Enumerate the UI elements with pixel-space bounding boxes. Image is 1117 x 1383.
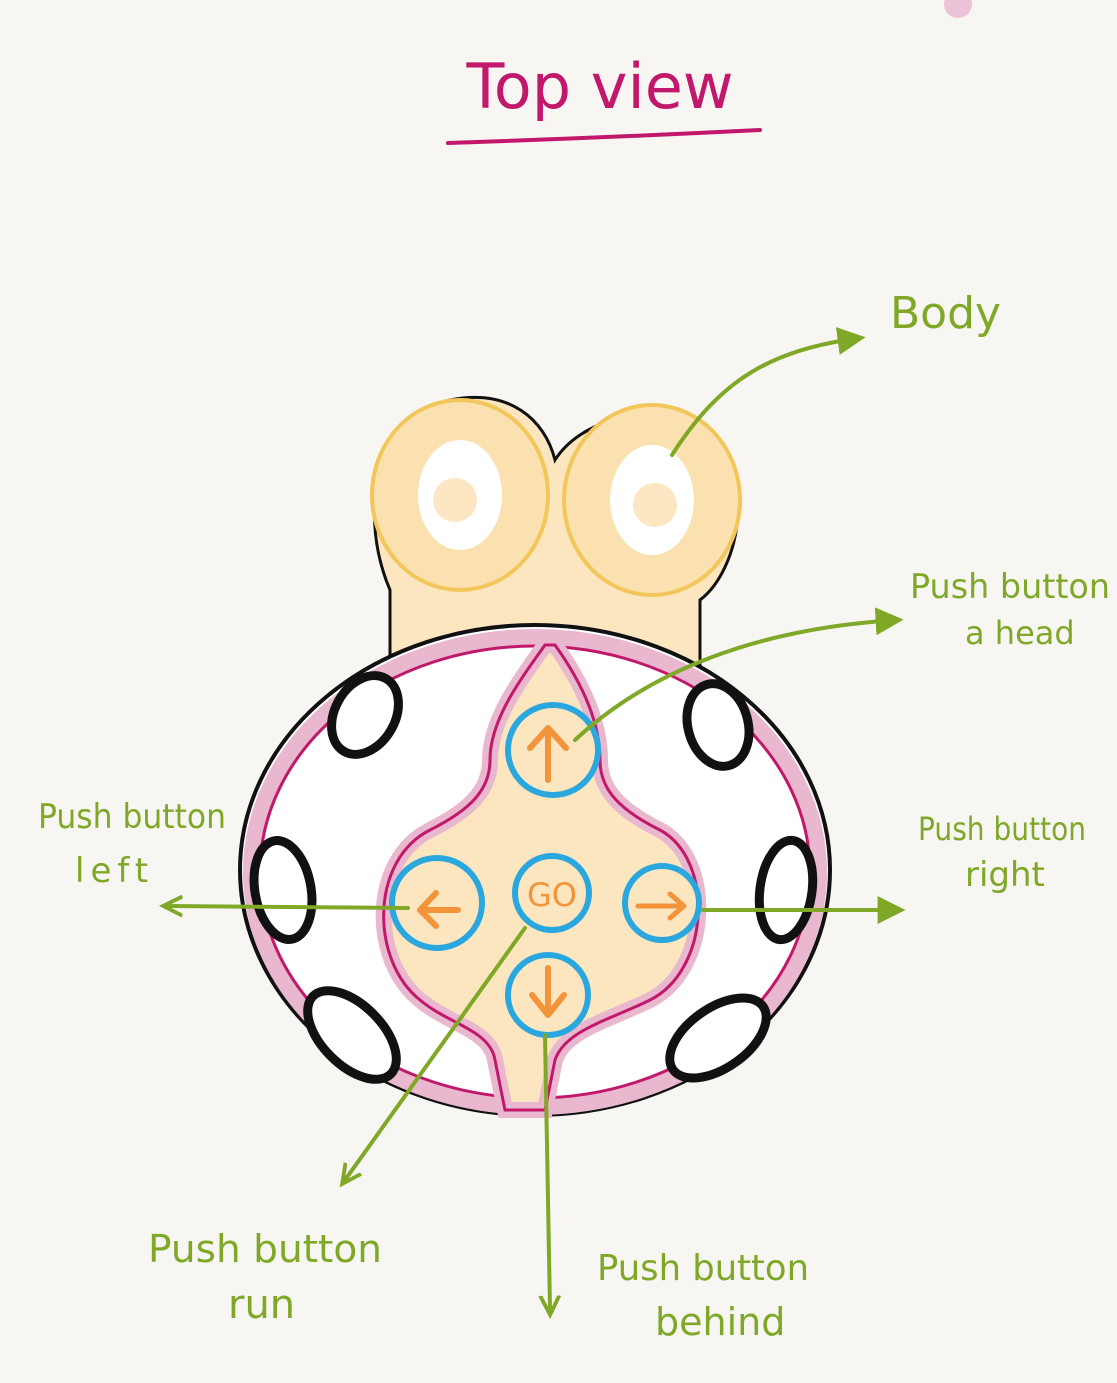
button-right[interactable] bbox=[622, 863, 702, 943]
title-underline bbox=[446, 128, 762, 145]
arrow-down-icon bbox=[529, 965, 567, 1018]
button-run[interactable]: GO bbox=[512, 853, 592, 933]
label-run-line1: Push button bbox=[148, 1227, 382, 1271]
wheel-top-right bbox=[682, 679, 754, 771]
leader-lines bbox=[168, 327, 906, 1310]
robot-head bbox=[370, 395, 742, 692]
wheel-top-left bbox=[327, 671, 403, 759]
label-ahead-line1: Push button bbox=[910, 567, 1110, 607]
button-behind[interactable] bbox=[505, 952, 591, 1038]
label-left-line1: Push button bbox=[38, 797, 226, 837]
eye-left-pupil bbox=[433, 478, 477, 522]
leader-behind bbox=[545, 1033, 550, 1310]
label-behind-line1: Push button bbox=[597, 1248, 809, 1289]
leader-run bbox=[345, 926, 527, 1180]
label-run-line2: run bbox=[228, 1282, 295, 1328]
label-body: Body bbox=[890, 288, 1001, 339]
label-right-line1: Push button bbox=[918, 810, 1086, 848]
arrow-right-icon bbox=[635, 891, 687, 921]
arrow-up-icon bbox=[527, 725, 569, 783]
keypad-plate-line bbox=[382, 643, 700, 1112]
label-right-line2: right bbox=[965, 855, 1045, 895]
label-ahead-line2: a head bbox=[965, 614, 1075, 652]
leader-body bbox=[670, 327, 866, 457]
leader-left bbox=[168, 906, 410, 908]
wheel-mid-right bbox=[754, 835, 818, 945]
label-behind-line2: behind bbox=[655, 1300, 785, 1344]
wheel-bottom-left bbox=[303, 986, 401, 1084]
corner-dot bbox=[944, 0, 972, 18]
page-title: Top view bbox=[465, 50, 733, 123]
arrow-left-icon bbox=[417, 890, 461, 929]
eye-right-pupil bbox=[633, 483, 677, 527]
leader-ahead bbox=[573, 607, 904, 742]
wheel-bottom-right bbox=[665, 993, 771, 1083]
button-left[interactable] bbox=[389, 855, 485, 951]
go-button-label: GO bbox=[527, 876, 577, 914]
wheel-mid-left bbox=[249, 836, 317, 944]
label-left-line2: left bbox=[75, 851, 154, 891]
button-ahead[interactable] bbox=[505, 702, 601, 798]
